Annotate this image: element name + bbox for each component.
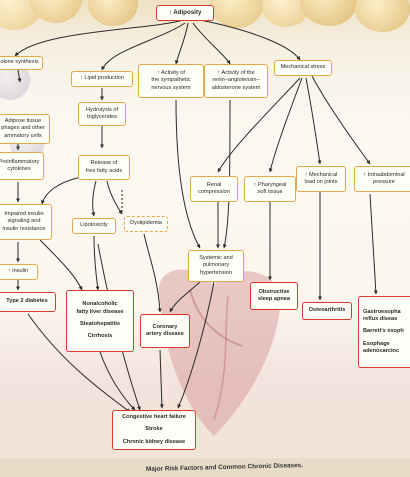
node-steatohepatitis: Steatohepatitis bbox=[80, 321, 120, 328]
node-nafld: Nonalcoholic fatty liver disease bbox=[77, 301, 124, 316]
node-cirrhosis: Cirrhosis bbox=[88, 333, 113, 340]
node-free-fatty-acids: Release of free fatty acids bbox=[78, 155, 130, 180]
node-esophageal-adenocarcinoma: Esophage adenocarcinc bbox=[363, 341, 399, 356]
node-type2-diabetes: Type 2 diabetes bbox=[0, 292, 56, 312]
node-hydrolysis-triglycerides: Hydrolysis of triglycerides bbox=[78, 102, 126, 126]
node-stroke: Stroke bbox=[145, 426, 162, 433]
node-raas-activity: ↑ Activity of the renin–angiotensin– ald… bbox=[204, 64, 268, 98]
node-intraabdominal-pressure: ↑ Intraabdominal pressure bbox=[354, 166, 410, 192]
node-mechanical-stress: Mechanical stress bbox=[274, 60, 332, 76]
node-dyslipidemia: Dyslipidemia bbox=[124, 216, 168, 232]
node-obstructive-sleep-apnea: Obstructive sleep apnea bbox=[250, 282, 298, 310]
node-adipose-tissue-macrophages: Adipose tissue phages and other ammatory… bbox=[0, 114, 50, 144]
figure-caption: Major Risk Factors and Common Chronic Di… bbox=[0, 458, 410, 477]
node-sympathetic-activity: ↑ Activity of the sympathetic nervous sy… bbox=[138, 64, 204, 98]
node-chronic-kidney-disease: Chronic kidney disease bbox=[123, 439, 186, 446]
node-coronary-artery-disease: Coronary artery disease bbox=[140, 314, 190, 348]
node-cytokine-synthesis: okine synthesis bbox=[0, 56, 43, 70]
node-heart-failure: Congestive heart failure bbox=[122, 414, 186, 421]
node-osteoarthritis: Osteoarthritis bbox=[302, 302, 352, 320]
node-lipid-production: ↑ Lipid production bbox=[71, 71, 133, 87]
node-barretts: Barrett's esoph bbox=[363, 328, 404, 335]
node-mechanical-load-joints: ↑ Mechanical load on joints bbox=[296, 166, 346, 192]
node-adiposity: ↑ Adiposity bbox=[156, 5, 214, 21]
node-final-outcomes: Congestive heart failure Stroke Chronic … bbox=[112, 410, 196, 450]
caption-text: Major Risk Factors and Common Chronic Di… bbox=[146, 462, 303, 473]
node-insulin-increase: ↑ Insulin bbox=[0, 264, 38, 280]
node-nafld-group: Nonalcoholic fatty liver disease Steatoh… bbox=[66, 290, 134, 352]
node-gerd: Gastroesopha reflux diseas bbox=[363, 309, 401, 324]
node-lipotoxicity: Lipotoxicity bbox=[72, 218, 116, 234]
node-proinflammatory-cytokines: Proinflammatory cytokines bbox=[0, 152, 44, 180]
node-hypertension: Systemic and pulmonary hypertension bbox=[188, 250, 244, 282]
node-insulin-resistance: Impaired insulin signaling and insulin r… bbox=[0, 204, 52, 240]
node-pharyngeal-soft-tissue: ↑ Pharyngeal soft tissue bbox=[244, 176, 296, 202]
node-gerd-group: Gastroesopha reflux diseas Barrett's eso… bbox=[358, 296, 410, 368]
node-renal-compression: Renal compression bbox=[190, 176, 238, 202]
